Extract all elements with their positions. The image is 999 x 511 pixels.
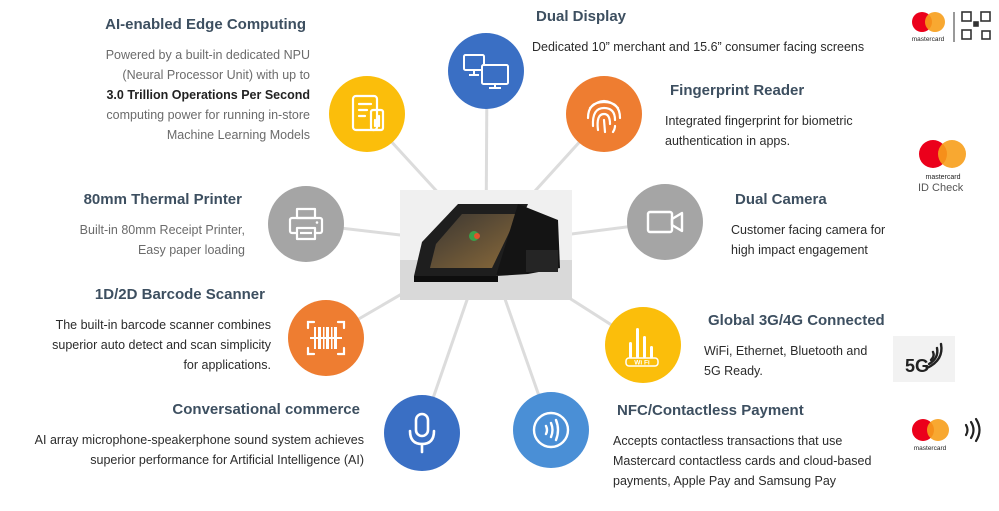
contactless-icon: [532, 411, 570, 449]
mastercard-qr-badge: mastercard: [908, 8, 998, 46]
barcode-title: 1D/2D Barcode Scanner: [94, 286, 265, 303]
display-description: Dedicated 10” merchant and 15.6” consume…: [532, 40, 865, 54]
ai-title: AI-enabled Edge Computing: [105, 16, 306, 33]
nfc-circle: [513, 392, 589, 468]
fingerprint-icon: [586, 99, 622, 134]
printer-icon: [288, 207, 324, 241]
mastercard-id-check-badge: mastercard ID Check: [914, 136, 976, 194]
fingerprint-title: Fingerprint Reader: [670, 82, 805, 99]
printer-circle: [268, 186, 344, 262]
barcode-circle: [288, 300, 364, 376]
conversational-title: Conversational commerce: [172, 401, 360, 418]
5g-label: 5G: [905, 356, 929, 376]
mastercard-wordmark: mastercard: [925, 174, 960, 181]
dual-monitor-icon: [463, 54, 509, 89]
video-camera-icon: [646, 210, 684, 234]
fingerprint-circle: [566, 76, 642, 152]
display-title: Dual Display: [536, 8, 627, 25]
pos-device-image: [400, 190, 572, 300]
mastercard-wordmark: mastercard: [912, 36, 945, 43]
barcode-description: The built-in barcode scanner combines su…: [52, 318, 271, 372]
mastercard-wordmark: mastercard: [914, 445, 947, 452]
document-chart-icon: [351, 94, 385, 132]
printer-description: Built-in 80mm Receipt Printer, Easy pape…: [79, 223, 245, 257]
ai-computing-circle: [329, 76, 405, 152]
id-check-label: ID Check: [918, 182, 964, 194]
5g-badge: 5G: [893, 336, 955, 382]
camera-title: Dual Camera: [735, 191, 827, 208]
dual-display-circle: [448, 33, 524, 109]
connectivity-circle: Wi Fi: [605, 307, 681, 383]
microphone-icon: [408, 412, 436, 454]
contactless-symbol-icon: [964, 417, 981, 443]
connected-description: WiFi, Ethernet, Bluetooth and 5G Ready.: [704, 344, 868, 378]
signal-waves-icon: [925, 342, 943, 370]
mastercard-contactless-badge: mastercard: [908, 414, 992, 456]
qr-code-icon: [961, 11, 991, 40]
nfc-title: NFC/Contactless Payment: [617, 402, 804, 419]
fingerprint-description: Integrated fingerprint for biometric aut…: [665, 114, 853, 148]
signal-wifi-icon: Wi Fi: [625, 328, 659, 367]
camera-description: Customer facing camera for high impact e…: [731, 223, 886, 257]
wifi-label: Wi Fi: [634, 360, 650, 367]
conversational-description: AI array microphone-speakerphone sound s…: [34, 433, 364, 467]
connected-title: Global 3G/4G Connected: [708, 312, 885, 329]
nfc-description: Accepts contactless transactions that us…: [613, 434, 872, 488]
camera-circle: [627, 184, 703, 260]
microphone-circle: [384, 395, 460, 471]
ai-description: Powered by a built-in dedicated NPU (Neu…: [105, 48, 310, 142]
printer-title: 80mm Thermal Printer: [83, 191, 242, 208]
barcode-scanner-icon: [306, 320, 346, 356]
